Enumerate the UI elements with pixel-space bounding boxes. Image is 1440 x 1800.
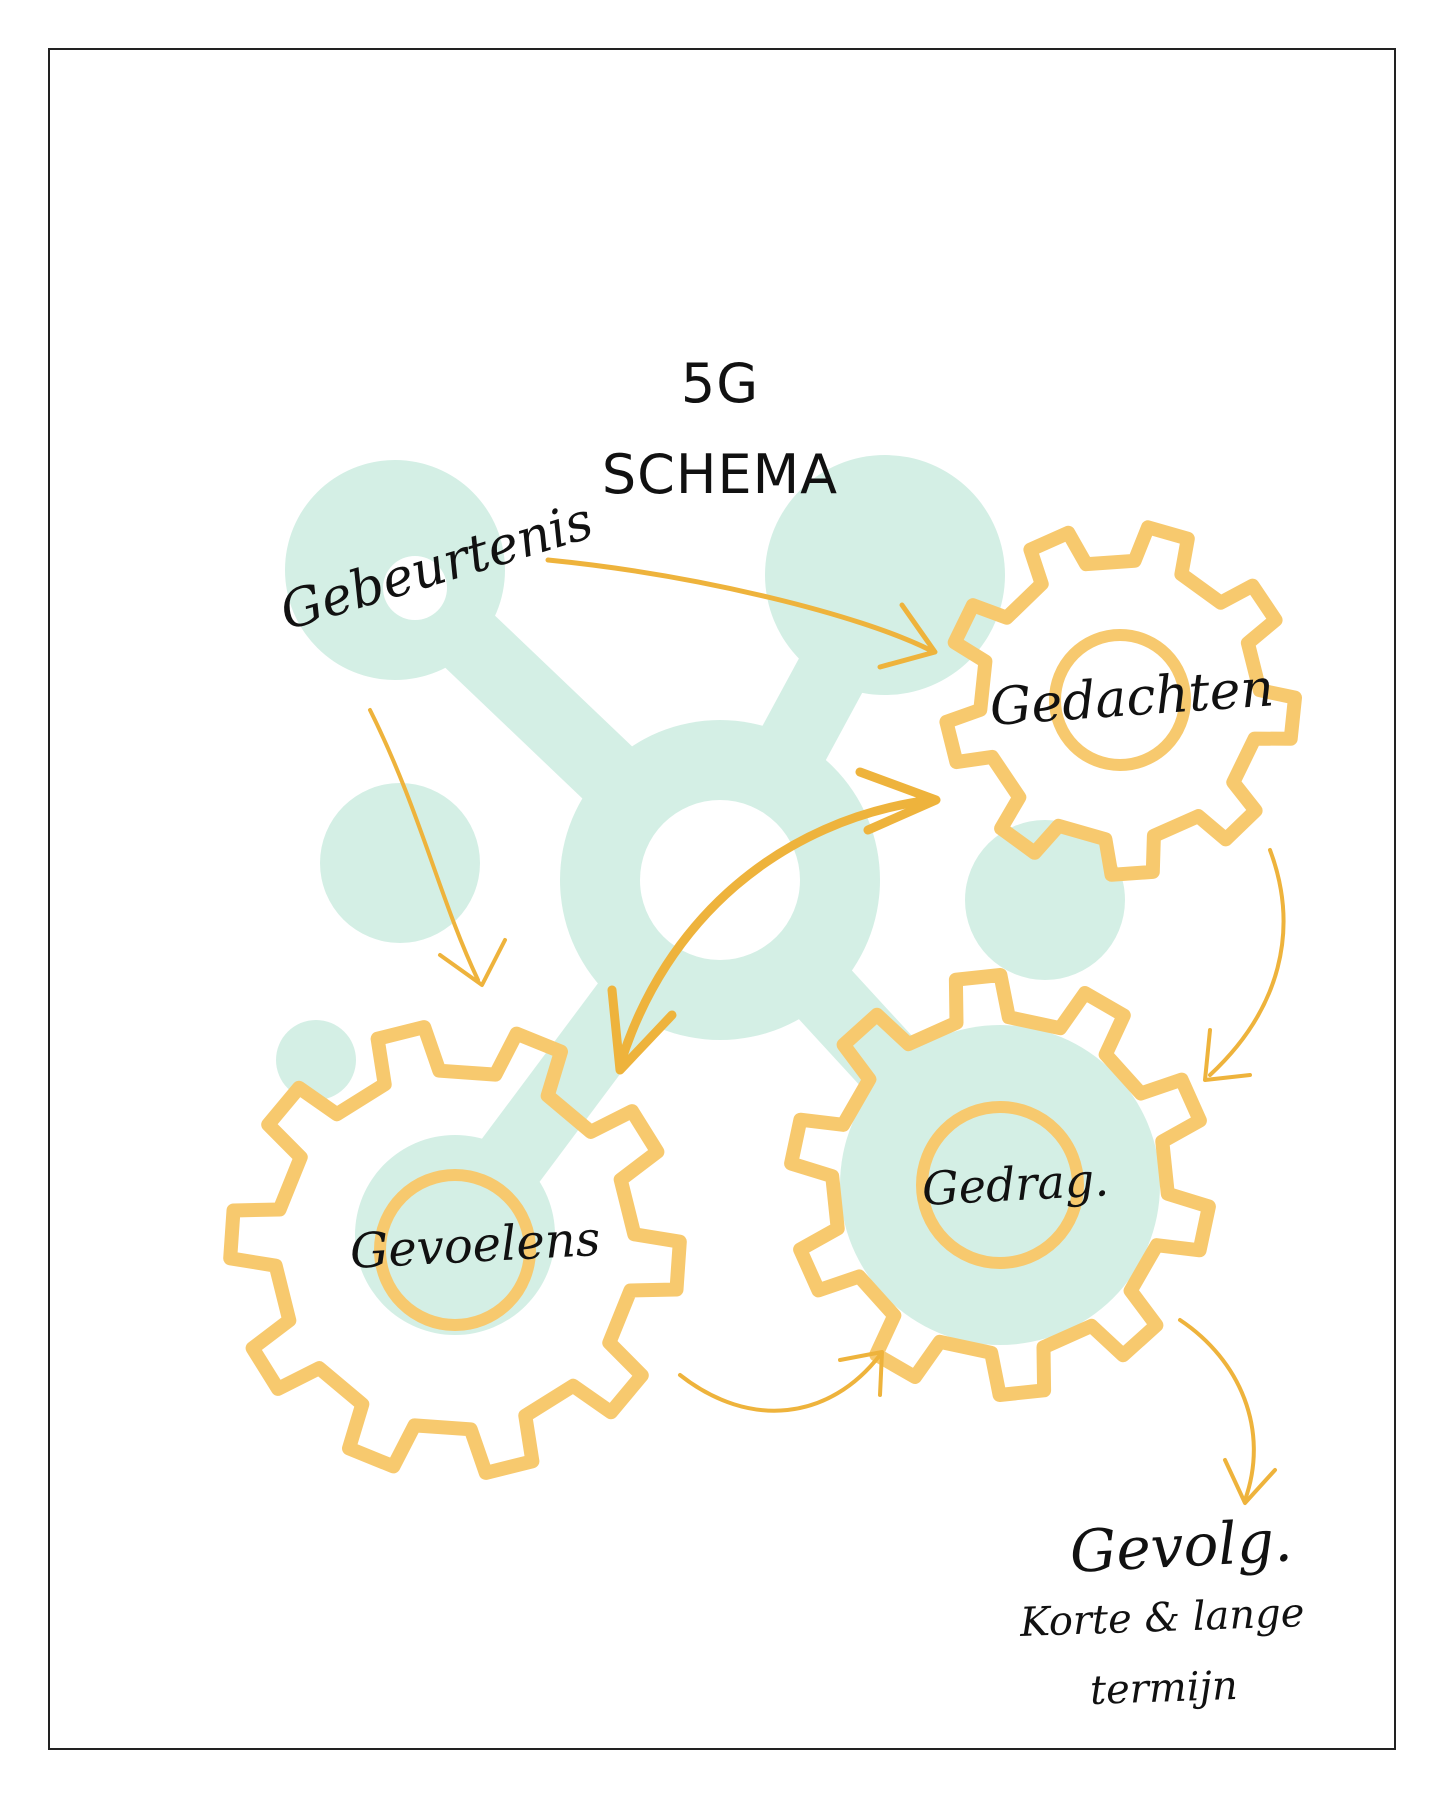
label-gevolg-subtitle-line-2: termijn <box>1089 1662 1239 1714</box>
gear-gevoelens-ring <box>374 1169 536 1331</box>
arrow-gedachten-to-gevoelens <box>615 795 935 1070</box>
arrow-gevoelens-to-gedrag-head <box>838 1350 884 1397</box>
mint-node-small-left <box>320 783 480 943</box>
mint-node-bottom-right <box>840 1025 1160 1345</box>
diagram-title-line-1: 5G <box>680 352 760 415</box>
arrow-gedachten-to-gedrag <box>1208 848 1286 1077</box>
arrow-gevoelens-to-gedrag <box>678 1353 882 1413</box>
diagram-frame <box>48 48 1396 1750</box>
mint-network <box>276 455 1160 1345</box>
mint-top-left-hole <box>383 556 447 620</box>
arrow-gebeurtenis-to-gevoelens <box>368 708 480 982</box>
mint-node-small-right <box>965 820 1125 980</box>
arrows <box>368 557 1286 1505</box>
mint-hub-hole <box>640 800 800 960</box>
arrow-gedachten-to-gedrag-head <box>1203 1028 1252 1082</box>
label-gevolg: Gevolg. <box>1068 1506 1294 1586</box>
gear-gevoelens-outline <box>223 1020 687 1480</box>
diagram-title-line-2: SCHEMA <box>601 443 839 506</box>
arrow-gebeurtenis-to-gedachten <box>545 557 933 653</box>
gear-gedrag-ring <box>916 1101 1084 1269</box>
arrow-gedachten-to-gevoelens-head-b <box>607 985 677 1075</box>
arrow-gedrag-to-gevolg <box>1178 1318 1256 1502</box>
arrow-gebeurtenis-to-gedachten-head <box>877 602 938 670</box>
mint-node-top-right <box>765 455 1005 695</box>
gear-gedachten-outline <box>939 520 1302 882</box>
gear-gedrag-outline <box>784 968 1216 1402</box>
arrow-gedachten-to-gevoelens-head-a <box>855 767 941 835</box>
mint-node-tiny <box>276 1020 356 1100</box>
label-gedrag: Gedrag. <box>920 1152 1111 1216</box>
gears <box>223 520 1302 1480</box>
gear-gedachten-ring <box>1049 629 1191 771</box>
arrow-gebeurtenis-to-gevoelens-head <box>438 938 507 987</box>
arrow-gedrag-to-gevolg-head <box>1223 1458 1277 1505</box>
mint-node-bottom-left <box>355 1135 555 1335</box>
